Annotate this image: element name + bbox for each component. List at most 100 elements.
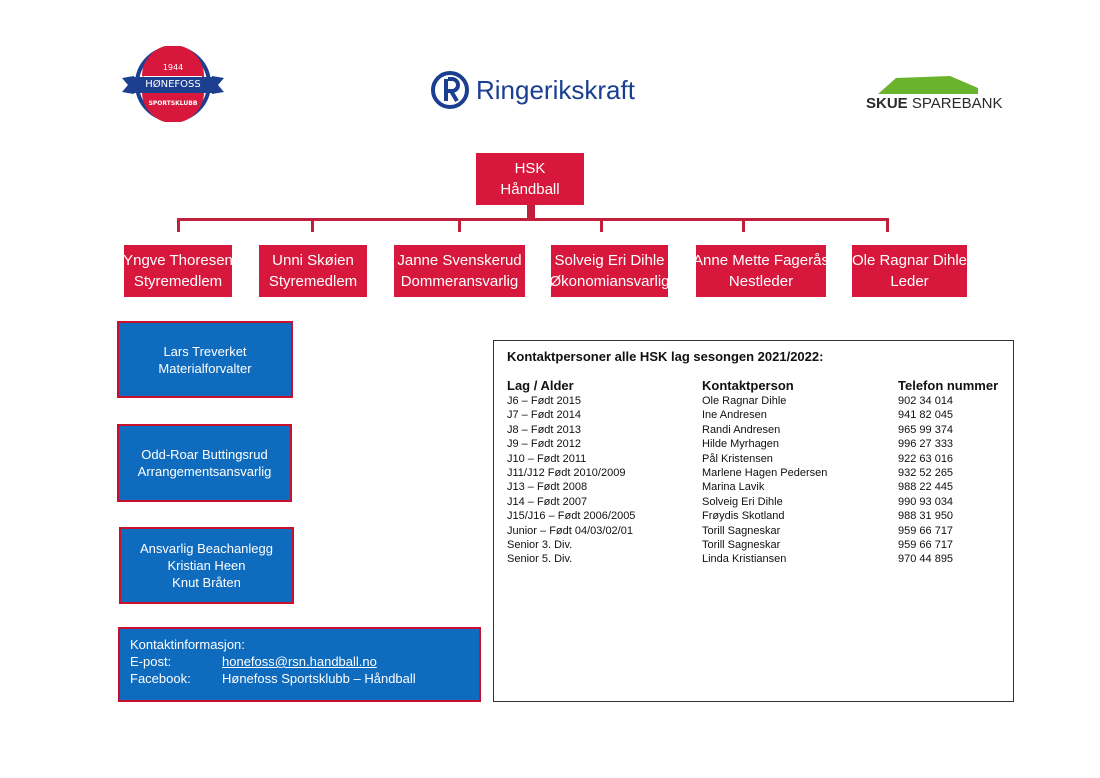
cell-contact-person: Hilde Myrhagen	[702, 438, 780, 451]
skue-wordmark: SKUE	[866, 95, 908, 112]
connector-drop-1	[177, 218, 180, 232]
cell-team: J10 – Født 2011	[507, 452, 587, 465]
cell-contact-person: Marina Lavik	[702, 481, 765, 494]
cell-team: J8 – Født 2013	[507, 423, 581, 436]
board-node-2: Unni Skøien Styremedlem	[259, 245, 367, 297]
contact-persons-table: Kontaktpersoner alle HSK lag sesongen 20…	[493, 340, 1014, 702]
board-node-role: Styremedlem	[268, 273, 358, 290]
cell-team: Senior 3. Div.	[507, 539, 573, 552]
board-node-name: Ole Ragnar Dihle	[851, 252, 968, 269]
connector-horizontal-bar	[177, 218, 889, 221]
board-node-role: Leder	[890, 273, 929, 290]
cell-contact-person: Randi Andresen	[702, 423, 781, 436]
cell-contact-person: Ole Ragnar Dihle	[702, 395, 787, 407]
sparebank-wordmark: SPAREBANK	[911, 95, 1003, 112]
cell-team: J9 – Født 2012	[507, 438, 581, 451]
board-node-role: Nestleder	[728, 273, 794, 290]
cell-team: J14 – Født 2007	[507, 495, 588, 508]
cell-phone: 932 52 265	[898, 467, 954, 480]
honefoss-sportsklubb-logo: 1944 HØNEFOSS SPORTSKLUBB	[120, 45, 226, 123]
board-node-role: Økonomiansvarlig	[549, 273, 670, 290]
logo-club-name: HØNEFOSS	[145, 79, 201, 90]
ringerikskraft-wordmark: Ringerikskraft	[476, 75, 635, 105]
connector-root-stem	[527, 205, 535, 220]
role-line: Lars Treverket	[163, 343, 247, 359]
cell-team: J6 – Født 2015	[507, 395, 581, 407]
role-box-beachanlegg: Ansvarlig Beachanlegg Kristian Heen Knut…	[119, 527, 294, 604]
board-node-5: Anne Mette Fagerås Nestleder	[693, 245, 829, 297]
cell-contact-person: Pål Kristensen	[702, 452, 773, 465]
email-label: E-post:	[130, 654, 172, 669]
cell-phone: 970 44 895	[898, 553, 954, 566]
board-node-6: Ole Ragnar Dihle Leder	[852, 245, 967, 297]
cell-team: J11/J12 Født 2010/2009	[507, 467, 626, 480]
cell-phone: 959 66 717	[898, 524, 954, 537]
ringerikskraft-emblem-icon	[431, 71, 469, 109]
cell-phone: 996 27 333	[898, 438, 954, 451]
cell-contact-person: Frøydis Skotland	[702, 510, 785, 523]
cell-team: J15/J16 – Født 2006/2005	[507, 510, 636, 523]
board-node-role: Styremedlem	[133, 273, 223, 290]
cell-team: Senior 5. Div.	[507, 553, 573, 566]
ringerikskraft-logo: Ringerikskraft	[430, 70, 650, 110]
cell-contact-person: Solveig Eri Dihle	[702, 495, 783, 508]
cell-team: Junior – Født 04/03/02/01	[507, 524, 633, 537]
cell-team: J13 – Født 2008	[507, 481, 588, 494]
role-line: Knut Bråten	[172, 575, 241, 590]
cell-phone: 965 99 374	[898, 423, 954, 436]
cell-contact-person: Torill Sagneskar	[702, 524, 781, 537]
board-node-role: Dommeransvarlig	[400, 273, 519, 290]
cell-phone: 988 22 445	[898, 481, 954, 494]
role-box-materialforvalter: Lars Treverket Materialforvalter	[117, 321, 293, 398]
contact-info-box: Kontaktinformasjon: E-post: honefoss@rsn…	[118, 627, 481, 702]
connector-drop-5	[742, 218, 745, 232]
root-node-hsk-handball: HSK Håndball	[476, 153, 584, 205]
contact-title: Kontaktinformasjon:	[130, 637, 245, 652]
cell-contact-person: Torill Sagneskar	[702, 539, 781, 552]
cell-phone: 959 66 717	[898, 539, 954, 552]
column-header: Kontaktperson	[702, 378, 794, 393]
connector-drop-2	[311, 218, 314, 232]
root-node-line1: HSK	[514, 160, 546, 177]
column-header: Telefon nummer	[898, 378, 999, 393]
board-node-name: Anne Mette Fagerås	[693, 252, 829, 269]
cell-phone: 990 93 034	[898, 495, 954, 508]
role-box-arrangementsansvarlig: Odd-Roar Buttingsrud Arrangementsansvarl…	[117, 424, 292, 502]
skue-sparebank-logo: SKUE SPAREBANK	[866, 74, 1002, 114]
cell-contact-person: Ine Andresen	[702, 409, 767, 422]
role-line: Arrangementsansvarlig	[137, 464, 272, 479]
board-node-name: Unni Skøien	[272, 252, 354, 269]
cell-phone: 922 63 016	[898, 452, 954, 465]
connector-drop-6	[886, 218, 889, 232]
cell-phone: 902 34 014	[898, 395, 954, 407]
role-line: Kristian Heen	[167, 558, 246, 573]
logo-club-sub: SPORTSKLUBB	[148, 100, 198, 107]
root-node-line2: Håndball	[500, 181, 560, 198]
connector-drop-3	[458, 218, 461, 232]
board-node-1: Yngve Thoresen Styremedlem	[123, 245, 233, 297]
board-node-name: Janne Svenskerud	[397, 252, 522, 269]
board-node-3: Janne Svenskerud Dommeransvarlig	[394, 245, 525, 297]
facebook-label: Facebook:	[130, 671, 191, 686]
email-link[interactable]: honefoss@rsn.handball.no	[222, 654, 377, 669]
role-line: Odd-Roar Buttingsrud	[141, 447, 268, 462]
cell-contact-person: Linda Kristiansen	[702, 553, 787, 566]
role-line: Materialforvalter	[158, 360, 252, 376]
board-node-4: Solveig Eri Dihle Økonomiansvarlig	[549, 245, 670, 297]
table-title: Kontaktpersoner alle HSK lag sesongen 20…	[507, 349, 824, 364]
connector-drop-4	[600, 218, 603, 232]
board-node-name: Solveig Eri Dihle	[554, 252, 665, 269]
cell-phone: 941 82 045	[898, 409, 954, 422]
board-node-name: Yngve Thoresen	[123, 252, 233, 269]
column-team: Lag / Alder J6 – Født 2015 J7 – Født 2014…	[507, 378, 635, 567]
cell-phone: 988 31 950	[898, 510, 954, 523]
skue-hill-icon	[878, 76, 978, 94]
column-header: Lag / Alder	[507, 378, 574, 393]
facebook-value: Hønefoss Sportsklubb – Håndball	[222, 671, 416, 686]
cell-contact-person: Marlene Hagen Pedersen	[702, 467, 828, 480]
role-line: Ansvarlig Beachanlegg	[140, 541, 273, 556]
cell-team: J7 – Født 2014	[507, 409, 581, 422]
logo-year: 1944	[162, 63, 184, 72]
